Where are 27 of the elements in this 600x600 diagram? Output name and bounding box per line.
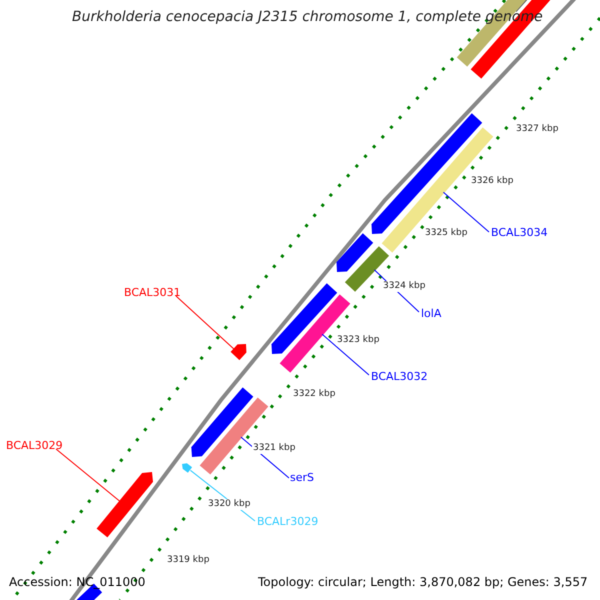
- scale-label: 3320 kbp: [207, 499, 252, 510]
- gene-label: BCALr3029: [257, 516, 318, 527]
- leader-line: [56, 448, 121, 502]
- gene-feature: [182, 463, 192, 473]
- gene-label: lolA: [421, 308, 442, 319]
- scale-label: 3321 kbp: [252, 443, 296, 454]
- leader-line: [442, 192, 490, 232]
- leader-line: [176, 296, 235, 350]
- info-text: Topology: circular; Length: 3,870,082 bp; Genes: 3,557: [258, 576, 588, 588]
- scale-label: 3319 kbp: [166, 555, 210, 566]
- gene-feature: [230, 344, 246, 360]
- leader-line: [322, 334, 370, 376]
- scale-label: 3323 kbp: [336, 335, 380, 346]
- scale-label: 3324 kbp: [382, 281, 426, 292]
- gene-label: BCAL3034: [491, 227, 548, 238]
- scale-label: 3326 kbp: [470, 176, 514, 187]
- gene-label: BCAL3029: [6, 440, 63, 451]
- gene-label: BCAL3031: [124, 287, 181, 298]
- gene-label: BCAL3032: [371, 371, 428, 382]
- scale-label: 3322 kbp: [292, 389, 336, 400]
- title: Burkholderia cenocepacia J2315 chromosome 1, complete genome: [72, 10, 543, 24]
- gene-feature: [382, 127, 494, 253]
- gene-label: serS: [290, 472, 314, 483]
- scale-label: 3327 kbp: [515, 124, 560, 135]
- gene-feature: [96, 472, 153, 538]
- scale-label: 3325 kbp: [424, 228, 468, 239]
- info-text: Accession: NC_011000: [9, 576, 146, 588]
